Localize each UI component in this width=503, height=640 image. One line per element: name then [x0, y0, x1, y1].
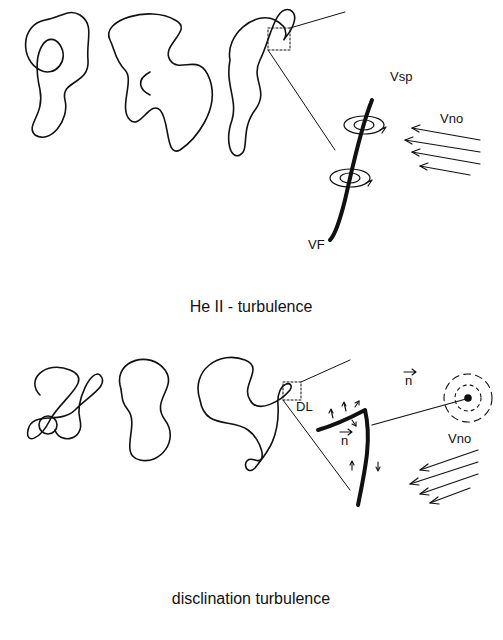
vortex-loop [26, 13, 89, 138]
velocity-label: Vsp [390, 70, 412, 84]
director-field [455, 385, 481, 411]
velocity-label: Vno [440, 112, 463, 126]
zoom-box [268, 28, 290, 50]
director-arrows [329, 401, 380, 471]
pointer-line [372, 399, 466, 425]
line-label: DL [296, 400, 313, 414]
flow-circle [344, 116, 384, 134]
vortex-loop [141, 72, 150, 95]
panel-caption: disclination turbulence [172, 590, 330, 608]
zoom-box [283, 382, 301, 400]
zoom-line [283, 400, 350, 490]
flow-circle [354, 120, 374, 130]
vector-label: n [341, 434, 348, 448]
director-field [444, 374, 492, 422]
vector-label: n [405, 374, 412, 388]
disclination-loop [28, 367, 103, 438]
zoom-line [301, 360, 350, 382]
vortex-filament [330, 100, 372, 240]
arrow-head [366, 180, 372, 186]
panel-caption: He II - turbulence [190, 298, 313, 316]
flow-circle [340, 173, 360, 183]
disclination-loop [198, 357, 291, 470]
velocity-label: Vno [448, 432, 471, 446]
vortex-loop [109, 14, 213, 151]
director-center [465, 395, 471, 401]
zoom-line [268, 50, 335, 150]
arrow-head [380, 127, 386, 133]
flow-arrows [405, 125, 480, 175]
disclination-loop [39, 416, 57, 434]
disclination-line [318, 410, 368, 505]
disclination-loop [120, 359, 171, 460]
flow-arrows [410, 450, 478, 504]
zoom-line [290, 12, 345, 28]
flow-circle [330, 169, 370, 187]
vortex-loop [229, 10, 295, 156]
filament-label: VF [308, 238, 325, 252]
